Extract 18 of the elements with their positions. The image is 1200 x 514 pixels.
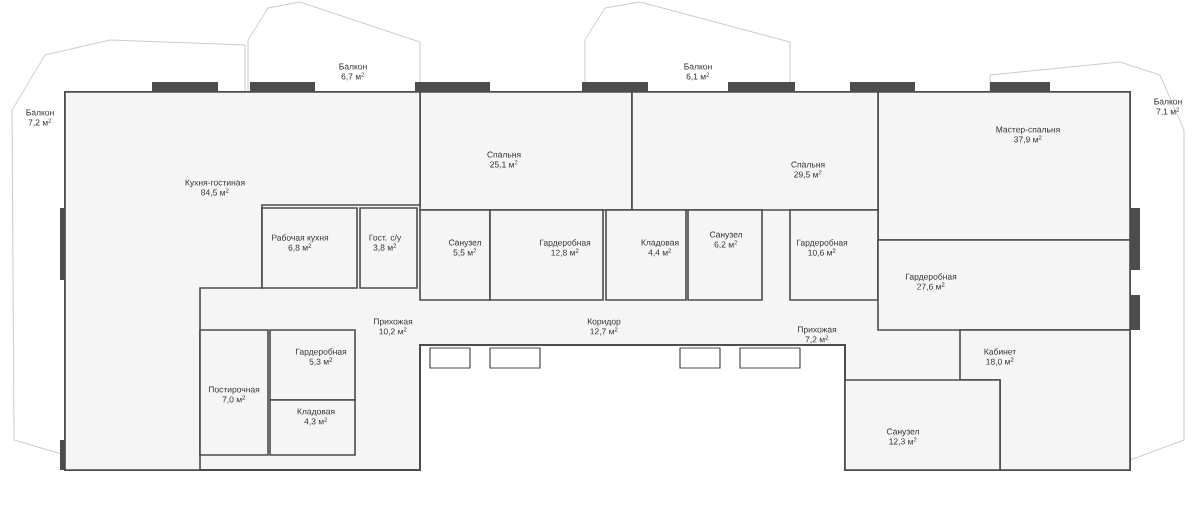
room-area: Гардеробная 5,3 м$^{2}$	[269, 329, 356, 401]
room-area: Рабочая кухня 6,8 м$^{2}$	[261, 207, 358, 289]
balcony-area: Балкон 6,7 м$^{2}$	[247, 1, 421, 93]
room-area: Гардеробная 12,8 м$^{2}$	[489, 209, 604, 301]
room-area: Гардеробная 10,6 м$^{2}$	[789, 209, 879, 301]
room-label: Прихожая 10,2 м$^{2}$	[374, 318, 413, 336]
room-label: Коридор 12,7 м$^{2}$	[587, 318, 621, 336]
room-area: Кладовая 4,4 м$^{2}$	[605, 209, 687, 301]
room-area: Кладовая 4,3 м$^{2}$	[269, 399, 356, 456]
room-area: Санузел 6,2 м$^{2}$	[687, 209, 763, 301]
room-area: Кабинет 18,0 м$^{2}$	[959, 329, 1131, 471]
room-area: Мастер-спальня 37,9 м$^{2}$	[877, 91, 1131, 241]
room-area: Санузел 12,3 м$^{2}$	[844, 379, 1001, 471]
room-label: Прихожая 7,2 м$^{2}$	[798, 326, 837, 344]
room-area: Санузел 5,5 м$^{2}$	[419, 209, 491, 301]
room-area: Постирочная 7,0 м$^{2}$	[199, 329, 269, 456]
room-area: Гост. с/у 3,8 м$^{2}$	[359, 207, 418, 289]
balcony-area: Балкон 6,1 м$^{2}$	[584, 1, 791, 93]
